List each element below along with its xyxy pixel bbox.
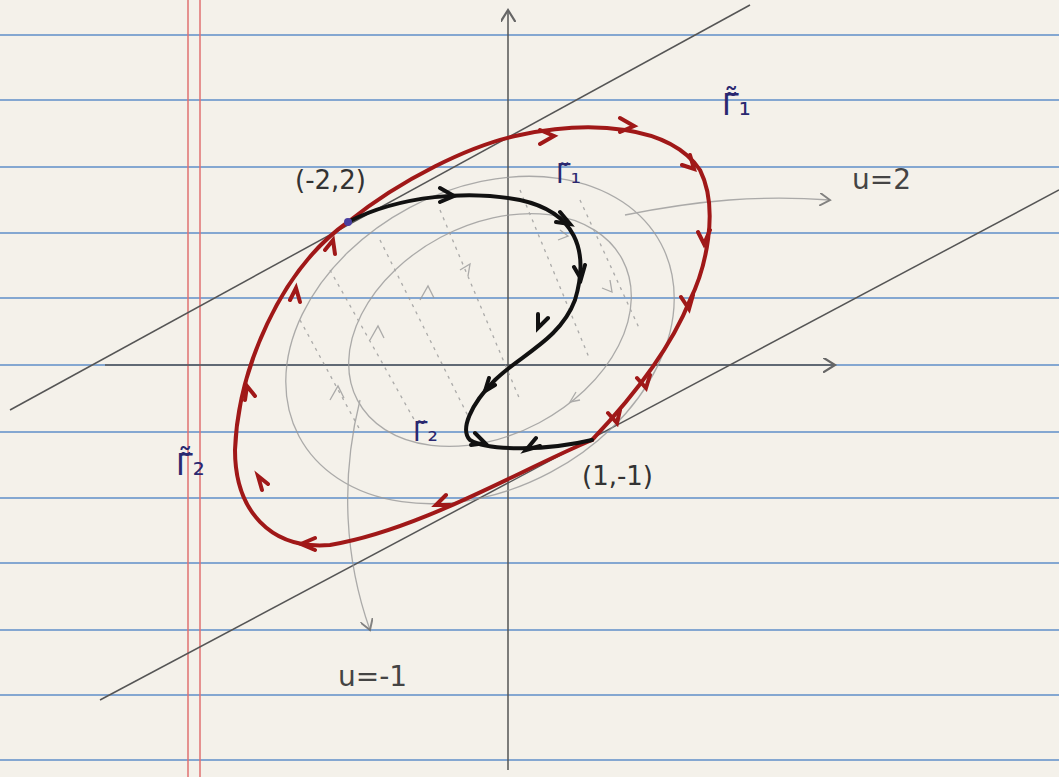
point-label: (1,-1)	[582, 462, 653, 491]
curve-label: Γ̃₁	[556, 160, 581, 189]
curve-label: Γ̃̃₁	[722, 88, 751, 121]
point-label: (-2,2)	[295, 166, 366, 195]
level-label: u=-1	[338, 662, 407, 693]
curve-label: Γ̃₂	[413, 418, 438, 447]
curve-label: Γ̃̃₂	[176, 448, 205, 481]
level-label: u=2	[852, 165, 911, 196]
